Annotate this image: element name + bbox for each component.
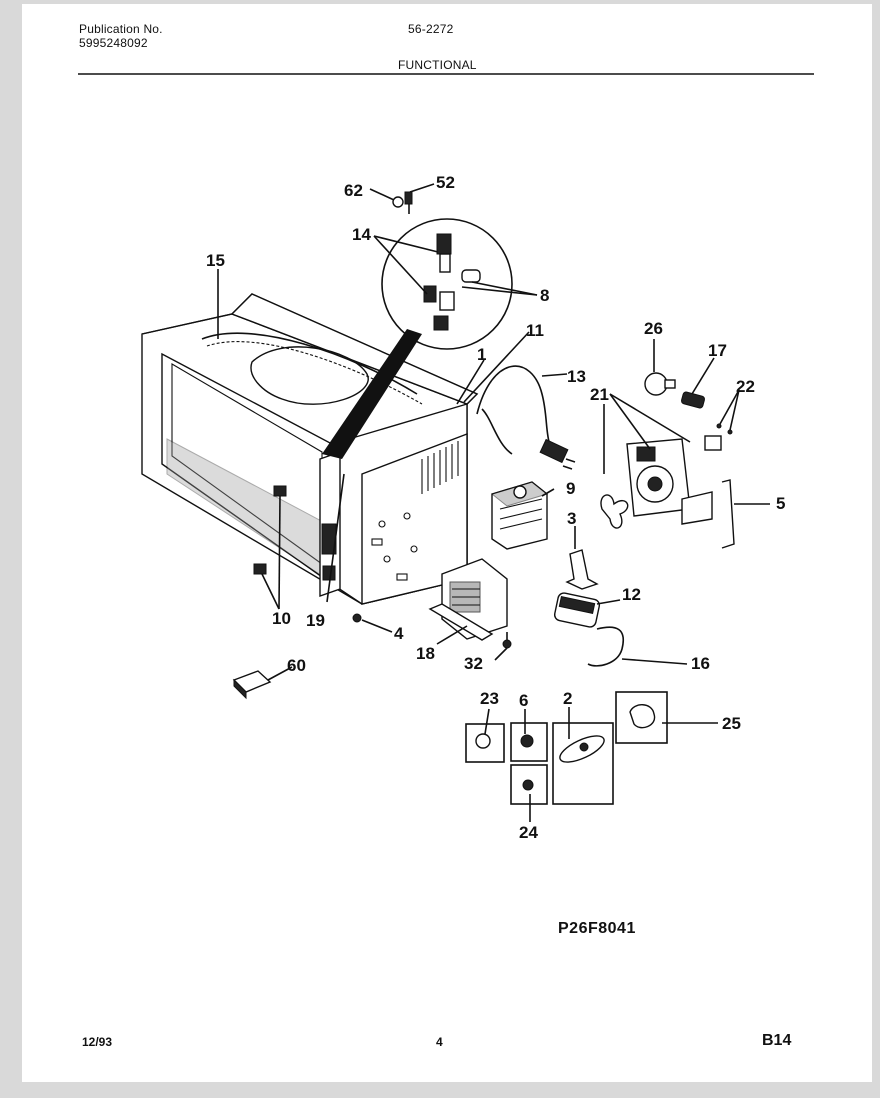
- callout-8: 8: [540, 286, 549, 305]
- callout-23: 23: [480, 689, 499, 708]
- leader-lines: [217, 183, 770, 822]
- screws: [352, 613, 512, 649]
- footer-date: 12/93: [82, 1035, 113, 1049]
- oven-cavity: [141, 293, 479, 605]
- fan-motor-assembly: [600, 438, 713, 529]
- callout-12: 12: [622, 585, 641, 604]
- section-title: FUNCTIONAL: [398, 58, 477, 72]
- diagram-code: P26F8041: [558, 920, 636, 937]
- callout-4: 4: [394, 624, 404, 643]
- callout-2: 2: [563, 689, 572, 708]
- callout-15: 15: [206, 251, 225, 270]
- callout-19: 19: [306, 611, 325, 630]
- handle-60: [232, 670, 272, 700]
- capacitor: [553, 592, 624, 667]
- switch-bracket: [319, 451, 341, 597]
- callout-13: 13: [567, 367, 586, 386]
- callout-21: 21: [590, 385, 609, 404]
- callout-3: 3: [567, 509, 576, 528]
- callout-25: 25: [722, 714, 741, 733]
- top-switch-parts: [392, 191, 413, 214]
- callout-22: 22: [736, 377, 755, 396]
- magnetron: [490, 481, 549, 550]
- parts-sheet: Publication No. 5995248092 56-2272 FUNCT…: [22, 4, 872, 1082]
- callout-16: 16: [691, 654, 710, 673]
- publication-label: Publication No.: [79, 22, 163, 36]
- detail-circle: [322, 218, 513, 459]
- boxed-parts: [465, 691, 668, 805]
- power-cord: [476, 365, 576, 470]
- callout-18: 18: [416, 644, 435, 663]
- vent-slots: [421, 441, 459, 494]
- chassis-holes: [371, 512, 418, 581]
- callout-26: 26: [644, 319, 663, 338]
- footer-page: 4: [436, 1035, 443, 1049]
- model-number: 56-2272: [408, 22, 454, 36]
- exploded-parts-diagram: 62 52 14 15 8 11 1 13 26 17 21 22 9 3 5 …: [78, 73, 814, 842]
- callout-17: 17: [708, 341, 727, 360]
- callout-14: 14: [352, 225, 371, 244]
- callouts: 62 52 14 15 8 11 1 13 26 17 21 22 9 3 5 …: [206, 173, 785, 842]
- bracket-5: [721, 479, 735, 549]
- callout-6: 6: [519, 691, 528, 710]
- footer-sheet: B14: [762, 1032, 792, 1049]
- lamp-and-socket: [644, 372, 733, 451]
- callout-24: 24: [519, 823, 538, 842]
- callout-9: 9: [566, 479, 575, 498]
- callout-32: 32: [464, 654, 483, 673]
- callout-11: 11: [526, 321, 544, 340]
- publication-number: 5995248092: [79, 36, 148, 50]
- callout-62: 62: [344, 181, 363, 200]
- callout-5: 5: [776, 494, 785, 513]
- clip-3: [565, 549, 599, 590]
- transformer: [428, 558, 508, 641]
- callout-60: 60: [287, 656, 306, 675]
- callout-52: 52: [436, 173, 455, 192]
- callout-1: 1: [477, 345, 486, 364]
- callout-10: 10: [272, 609, 291, 628]
